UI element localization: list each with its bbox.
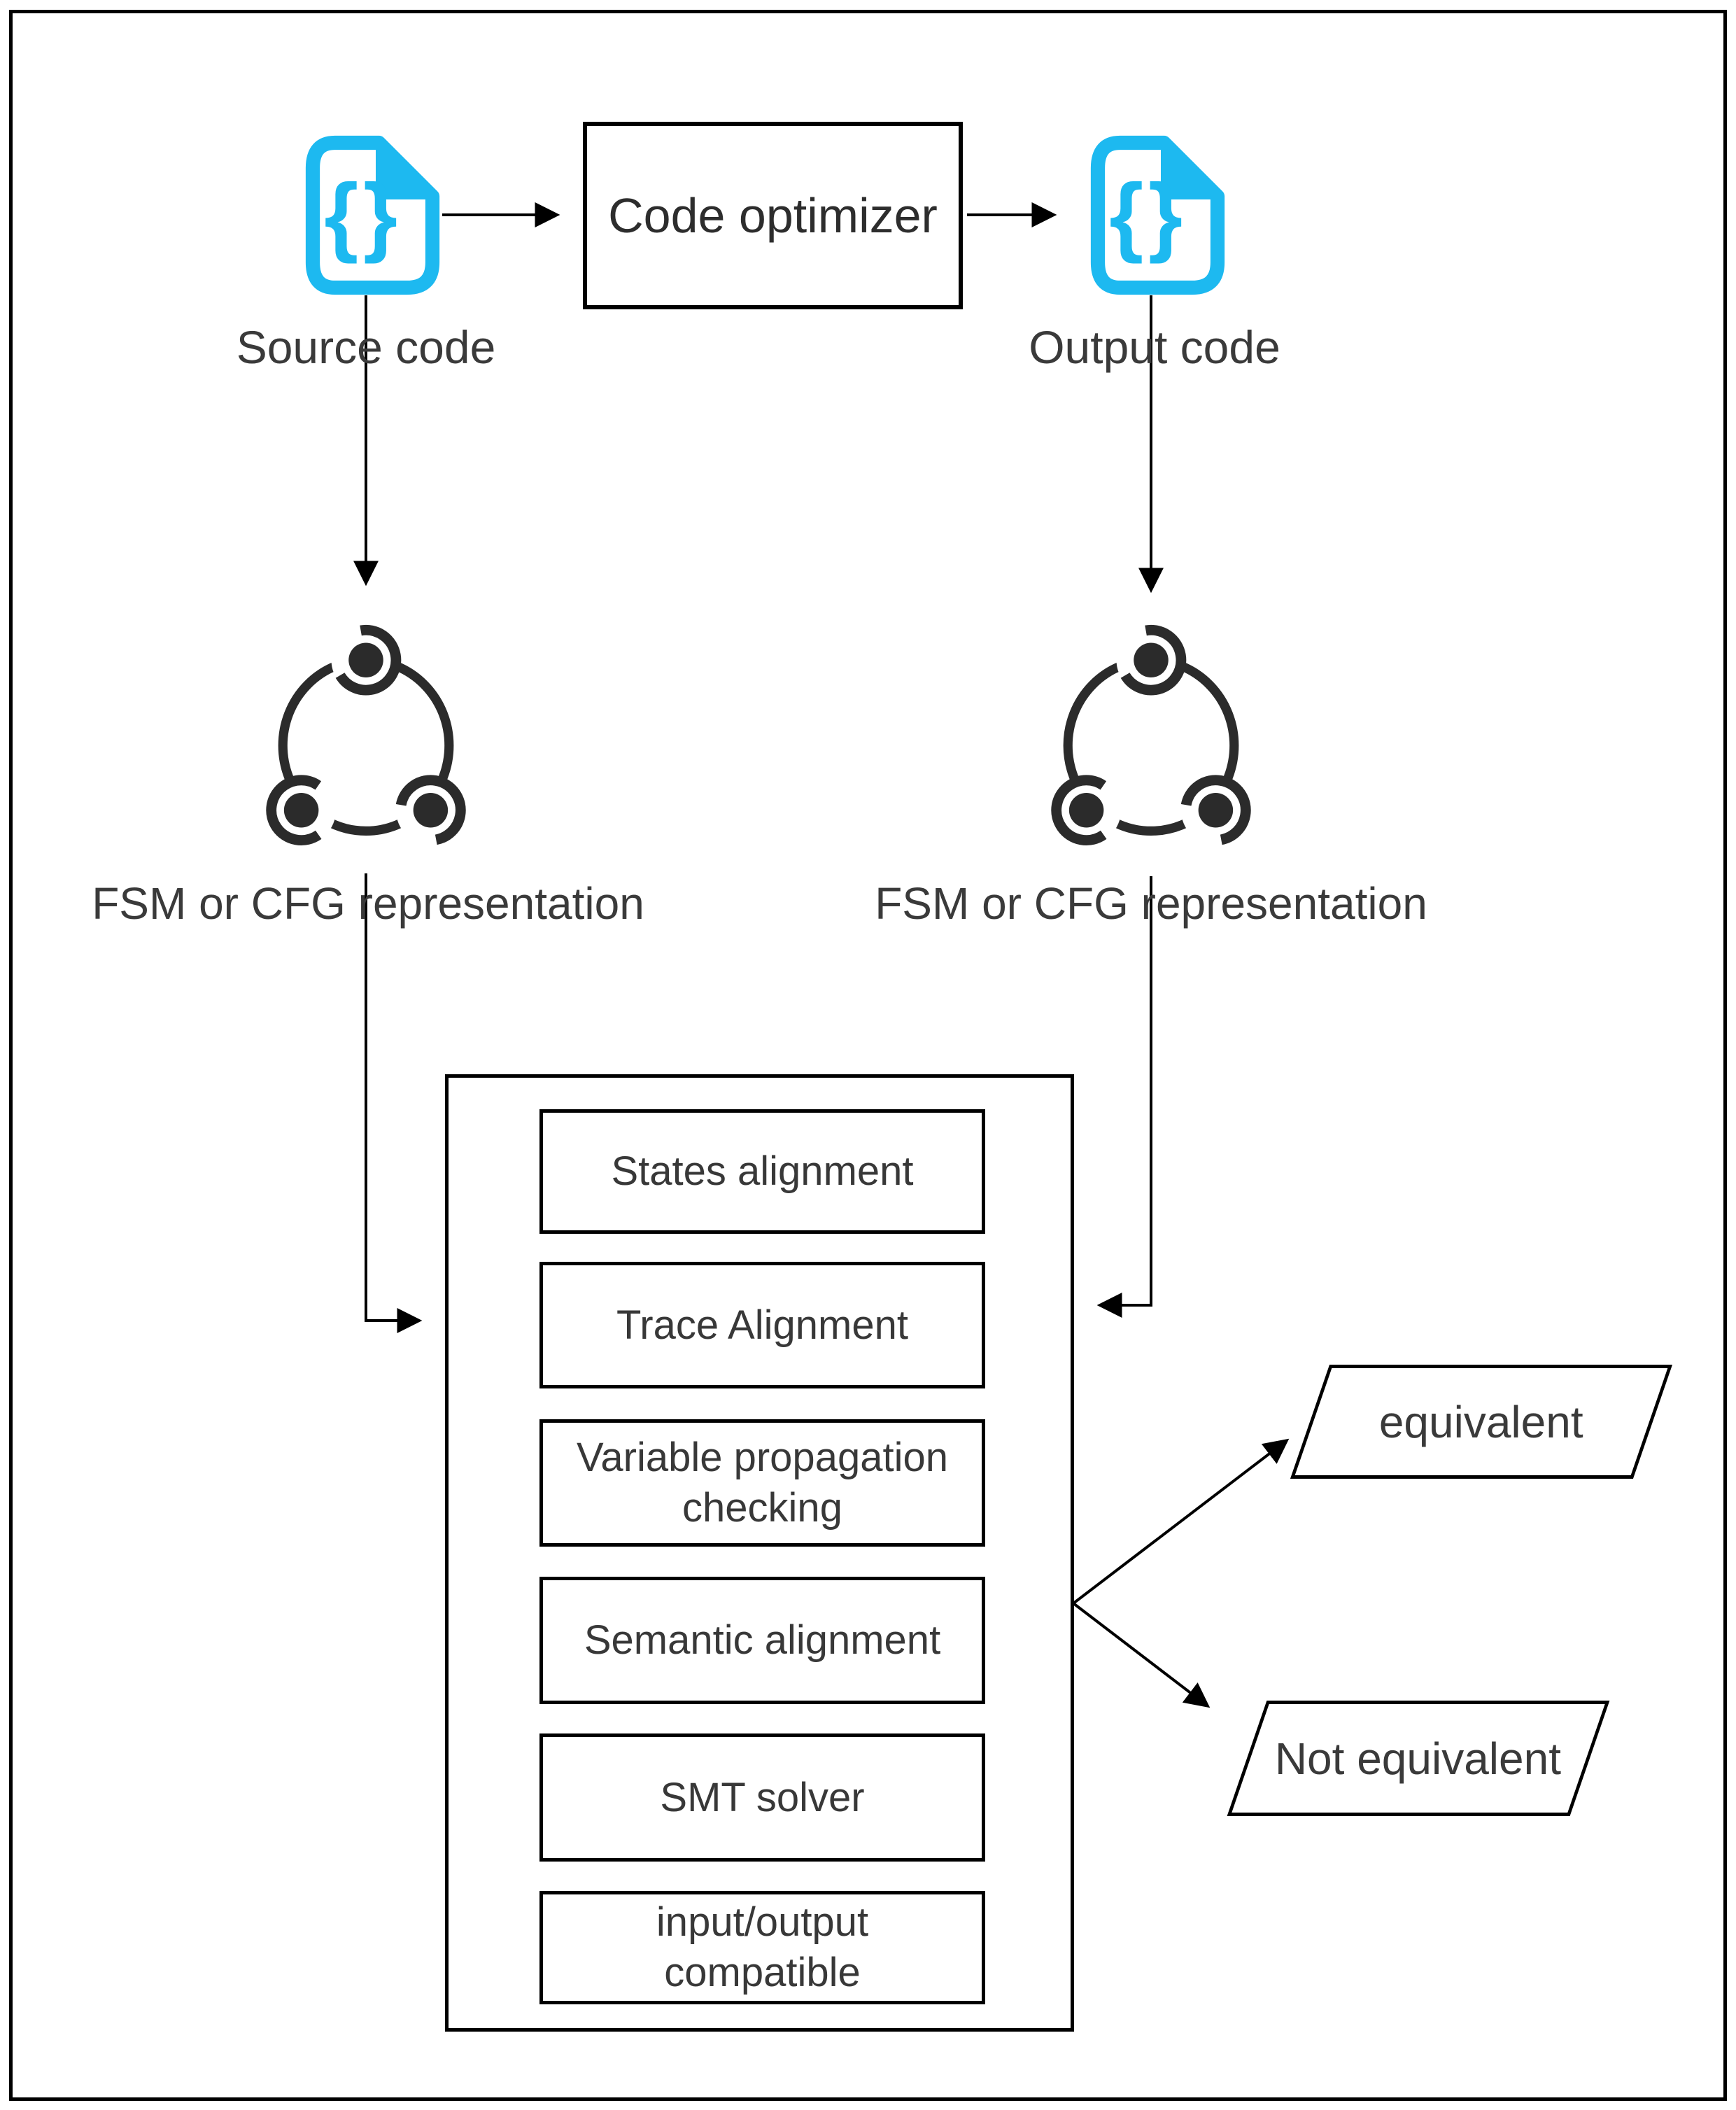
arrow-fsm-right-to-checker — [1096, 876, 1152, 1318]
arrow-checker-to-not-equivalent — [1072, 1602, 1211, 1708]
braces-glyph: {} — [1109, 165, 1187, 264]
braces-glyph: {} — [324, 165, 402, 264]
not-equivalent-result-shape: Not equivalent — [1227, 1701, 1610, 1816]
fsm-cycle-icon-right — [1051, 624, 1251, 846]
outer-border — [9, 10, 1727, 2101]
equivalence-checker-container — [445, 1074, 1074, 2032]
variable-propagation-label: Variable propagation checking — [577, 1433, 948, 1533]
input-output-compatible-label: input/output compatible — [656, 1897, 868, 1998]
semantic-alignment-label: Semantic alignment — [584, 1617, 941, 1663]
fsm-right-label: FSM or CFG representation — [875, 878, 1427, 929]
source-code-label: Source code — [236, 321, 496, 373]
trace-alignment-label: Trace Alignment — [616, 1302, 908, 1348]
equivalent-result-shape: equivalent — [1290, 1365, 1673, 1479]
output-code-file-icon: {} — [1090, 135, 1225, 295]
variable-propagation-line2: checking — [682, 1485, 842, 1531]
input-output-line1: input/output — [656, 1899, 869, 1945]
folded-corner — [1161, 139, 1221, 199]
states-alignment-label: States alignment — [611, 1148, 914, 1194]
arrow-fsm-left-to-checker — [365, 873, 423, 1333]
fsm-left-label: FSM or CFG representation — [92, 878, 644, 929]
box-smt-solver: SMT solver — [539, 1733, 985, 1862]
source-code-file-icon: {} — [305, 135, 440, 295]
equivalent-label: equivalent — [1379, 1396, 1583, 1447]
variable-propagation-line1: Variable propagation — [577, 1435, 948, 1480]
arrow-checker-to-equivalent — [1072, 1438, 1290, 1605]
folded-corner — [376, 139, 436, 199]
code-optimizer-label: Code optimizer — [608, 188, 938, 243]
box-variable-propagation-checking: Variable propagation checking — [539, 1419, 985, 1547]
box-trace-alignment: Trace Alignment — [539, 1262, 985, 1388]
code-optimizer-box: Code optimizer — [583, 122, 963, 309]
fsm-cycle-icon-left — [266, 624, 466, 846]
input-output-line2: compatible — [664, 1950, 861, 1995]
smt-solver-label: SMT solver — [660, 1774, 865, 1820]
output-code-label: Output code — [1029, 321, 1280, 373]
box-input-output-compatible: input/output compatible — [539, 1891, 985, 2004]
box-states-alignment: States alignment — [539, 1109, 985, 1234]
box-semantic-alignment: Semantic alignment — [539, 1577, 985, 1704]
not-equivalent-label: Not equivalent — [1275, 1733, 1562, 1784]
